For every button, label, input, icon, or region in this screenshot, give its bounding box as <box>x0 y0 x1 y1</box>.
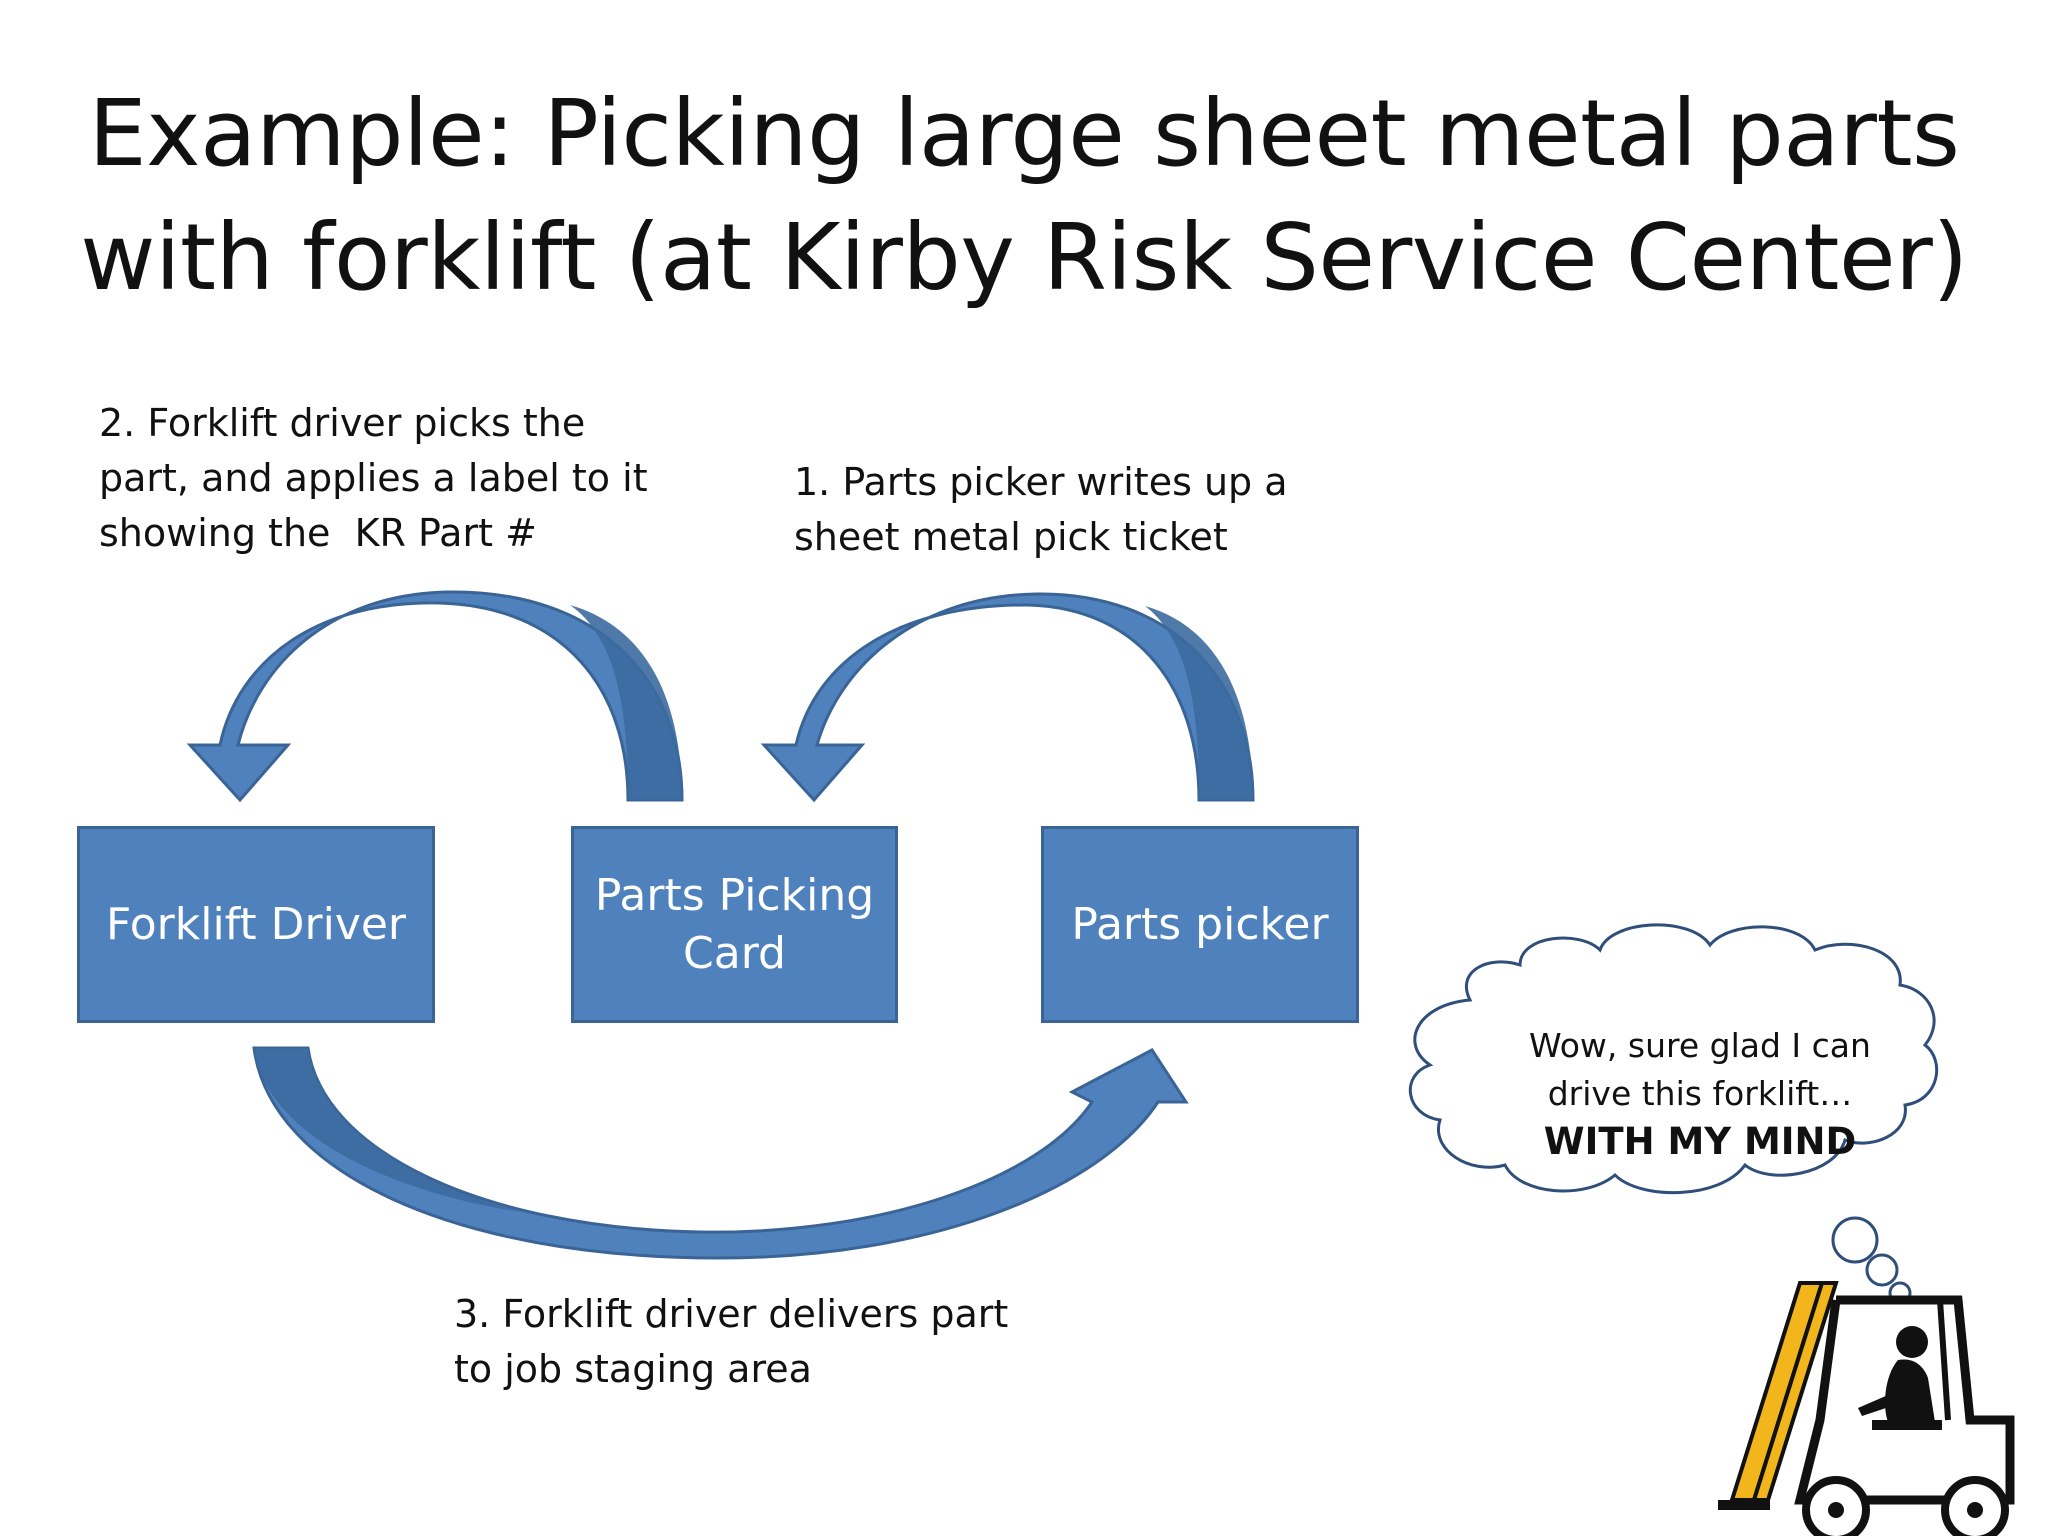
forklift-driver-box: Forklift Driver <box>77 826 435 1023</box>
thought-line-3: WITH MY MIND <box>1543 1120 1857 1163</box>
title-line-1: Example: Picking large sheet metal parts <box>88 80 1961 187</box>
parts-picking-card-label-line-1: Parts Picking <box>594 869 875 921</box>
thought-cloud <box>1408 923 1939 1305</box>
forklift-illustration <box>1718 1281 2015 1536</box>
slide-title: Example: Picking large sheet metal parts… <box>0 72 2048 320</box>
parts-picker-label: Parts picker <box>1071 898 1329 950</box>
thought-bubble-text: Wow, sure glad I can drive this forklift… <box>1500 1022 1900 1166</box>
arrow-driver-to-picker <box>252 1046 1189 1260</box>
parts-picking-card-label-line-2: Card <box>683 927 786 979</box>
thought-line-1: Wow, sure glad I can <box>1529 1026 1871 1065</box>
forklift-mast <box>1718 1281 1839 1510</box>
forklift-driver-figure <box>1858 1326 1942 1430</box>
step-1-caption: 1. Parts picker writes up a sheet metal … <box>794 460 1288 559</box>
title-line-2: with forklift (at Kirby Risk Service Cen… <box>80 204 1968 311</box>
step-2-caption: 2. Forklift driver picks the part, and a… <box>99 401 648 555</box>
step-3-caption: 3. Forklift driver delivers part to job … <box>454 1292 1009 1391</box>
parts-picking-card-box: Parts Picking Card <box>571 826 898 1023</box>
parts-picker-box: Parts picker <box>1041 826 1359 1023</box>
forklift-driver-label: Forklift Driver <box>105 898 407 950</box>
thought-line-2: drive this forklift… <box>1547 1074 1853 1113</box>
